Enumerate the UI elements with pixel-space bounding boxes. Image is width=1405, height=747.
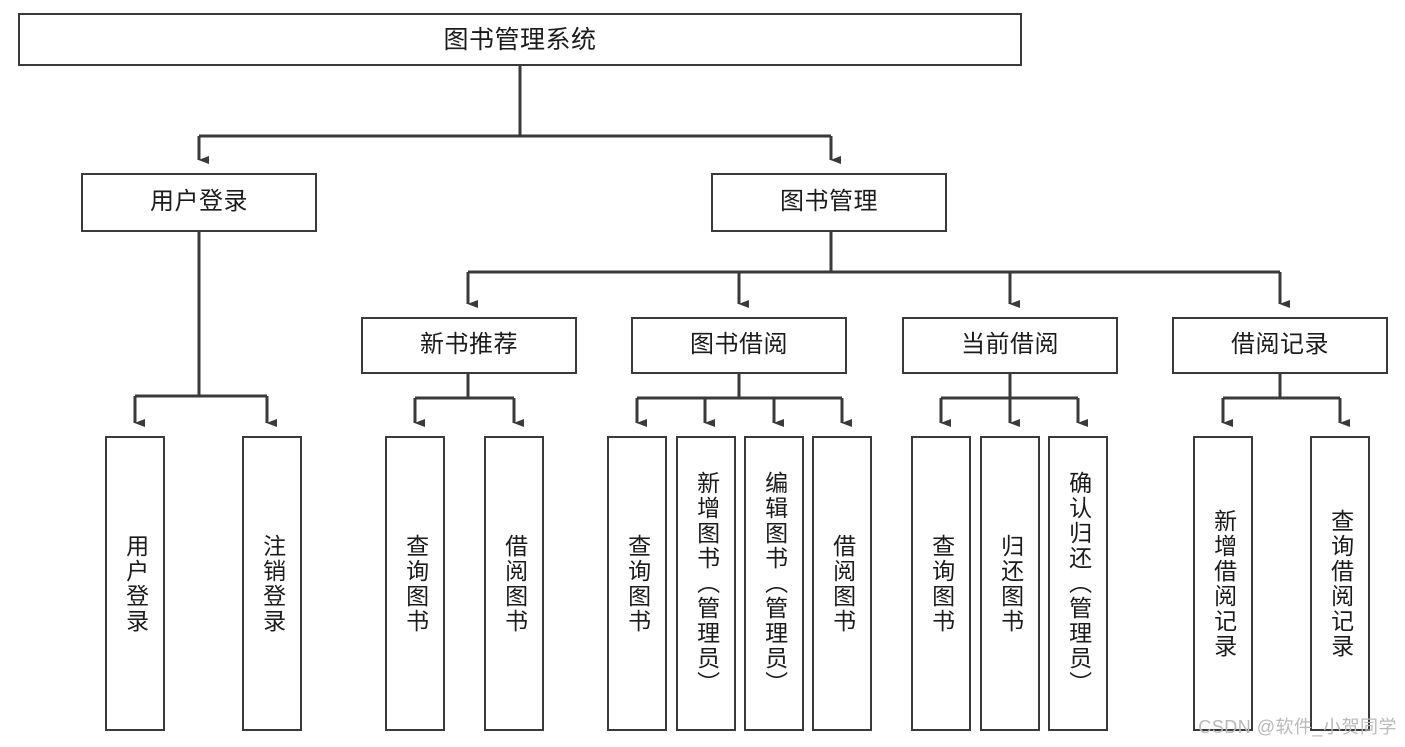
leaf-record-add-record[interactable]: 新增借阅记录 (1193, 436, 1253, 731)
node-label: 注销登录 (259, 533, 286, 634)
leaf-record-query-record[interactable]: 查询借阅记录 (1310, 436, 1370, 731)
node-label: 用户登录 (150, 188, 248, 216)
leaf-user-login-logout[interactable]: 注销登录 (242, 436, 302, 731)
node-label: 新书推荐 (420, 331, 518, 359)
node-book-borrow[interactable]: 图书借阅 (631, 317, 847, 374)
node-borrow-record[interactable]: 借阅记录 (1172, 317, 1388, 374)
node-label: 用户登录 (122, 533, 149, 634)
node-label: 图书管理 (780, 188, 878, 216)
leaf-borrow-add-book-admin[interactable]: 新增图书（管理员） (676, 436, 736, 731)
node-label: 图书管理系统 (443, 25, 597, 54)
node-current-borrow[interactable]: 当前借阅 (902, 317, 1118, 374)
node-book-management[interactable]: 图书管理 (711, 173, 947, 232)
node-label: 查询图书 (928, 533, 955, 634)
leaf-current-query-book[interactable]: 查询图书 (911, 436, 971, 731)
node-root-system[interactable]: 图书管理系统 (18, 13, 1022, 66)
node-label: 借阅记录 (1231, 331, 1329, 359)
node-label: 查询图书 (402, 533, 429, 634)
node-label: 归还图书 (997, 533, 1024, 634)
node-label: 确认归还（管理员） (1065, 471, 1092, 696)
leaf-current-return-book[interactable]: 归还图书 (980, 436, 1040, 731)
leaf-current-confirm-return-admin[interactable]: 确认归还（管理员） (1048, 436, 1108, 731)
leaf-recommend-borrow-book[interactable]: 借阅图书 (484, 436, 544, 731)
node-label: 编辑图书（管理员） (761, 471, 788, 696)
leaf-borrow-borrow-book[interactable]: 借阅图书 (812, 436, 872, 731)
node-label: 借阅图书 (829, 533, 856, 634)
leaf-user-login-login[interactable]: 用户登录 (105, 436, 165, 731)
watermark-text: CSDN @软件_小贺同学 (1198, 717, 1397, 737)
node-label: 借阅图书 (501, 533, 528, 634)
node-label: 查询借阅记录 (1327, 508, 1354, 659)
node-user-login[interactable]: 用户登录 (81, 173, 317, 232)
leaf-borrow-query-book[interactable]: 查询图书 (607, 436, 667, 731)
node-label: 图书借阅 (690, 331, 788, 359)
leaf-borrow-edit-book-admin[interactable]: 编辑图书（管理员） (744, 436, 804, 731)
leaf-recommend-query-book[interactable]: 查询图书 (385, 436, 445, 731)
node-new-book-recommend[interactable]: 新书推荐 (361, 317, 577, 374)
node-label: 查询图书 (624, 533, 651, 634)
node-label: 新增图书（管理员） (693, 471, 720, 696)
node-label: 当前借阅 (961, 331, 1059, 359)
node-label: 新增借阅记录 (1210, 508, 1237, 659)
